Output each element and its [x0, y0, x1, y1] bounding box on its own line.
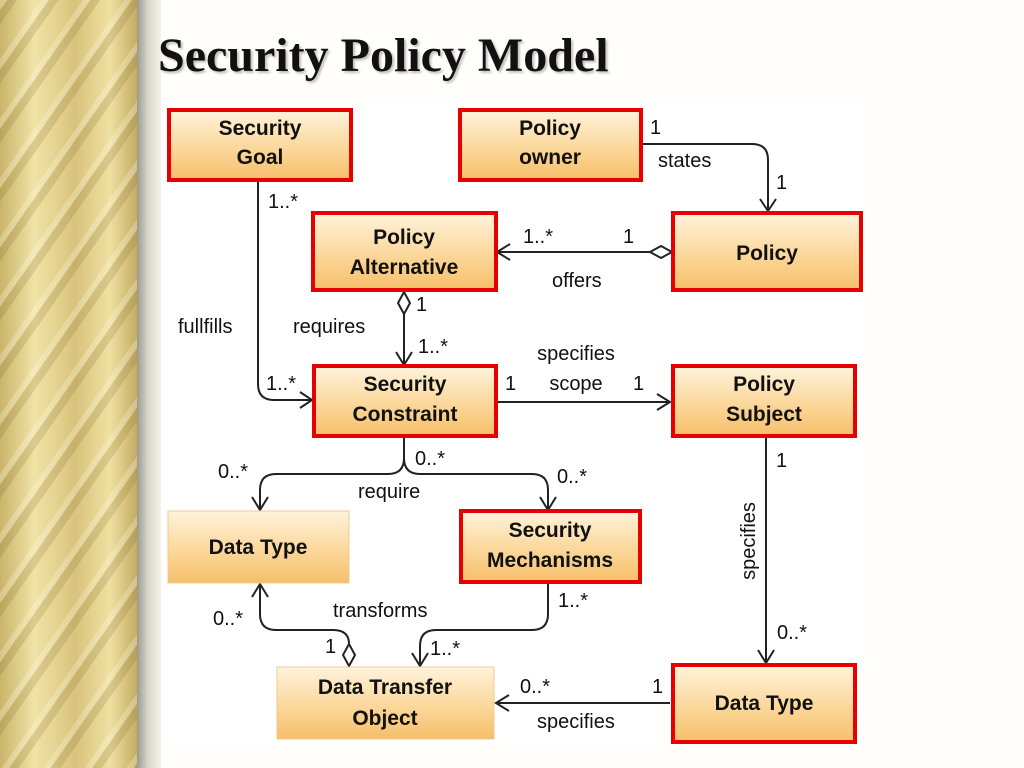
label-transforms: transforms [333, 600, 427, 622]
box-data-type-right-line1: Data Type [715, 692, 814, 715]
label-dt-right-top-mult: 0..* [777, 622, 807, 644]
box-policy: Policy [671, 211, 863, 292]
arrowhead-require-datatype [251, 496, 269, 512]
box-data-type-left: Data Type [167, 510, 350, 584]
arrowhead-specifies-dto [494, 694, 510, 712]
arrowhead-mechanisms-dto [411, 652, 429, 668]
label-mech-mult: 0..* [557, 466, 587, 488]
box-policy-subject-line1: Policy [733, 373, 795, 396]
label-specifies-line1: specifies [537, 343, 615, 365]
box-security-constraint-line1: Security [364, 373, 447, 396]
box-data-type-left-line1: Data Type [209, 536, 308, 559]
connector-fullfills [257, 182, 312, 401]
box-security-goal: Security Goal [167, 108, 353, 182]
box-data-transfer-object-line1: Data Transfer [318, 676, 452, 699]
box-security-mechanisms: Security Mechanisms [459, 509, 642, 584]
label-specifies-bottom: specifies [537, 711, 615, 733]
box-security-goal-line1: Security [219, 117, 302, 140]
decorative-left-rail [0, 0, 137, 768]
label-dt-left-bottom-mult: 0..* [213, 608, 243, 630]
connector-require-mechanisms [403, 457, 549, 510]
box-policy-line1: Policy [736, 242, 798, 265]
box-security-mechanisms-line1: Security [509, 519, 592, 542]
connector-require-datatype [259, 437, 405, 510]
left-rail-shadow [137, 0, 161, 768]
label-specifies-vertical: specifies [738, 502, 760, 580]
box-policy-alternative: Policy Alternative [311, 211, 498, 292]
box-security-mechanisms-line2: Mechanisms [487, 549, 613, 572]
label-dto-mult: 1..* [430, 638, 460, 660]
label-scope-right-one: 1 [633, 373, 644, 395]
label-dto-right-mult: 0..* [520, 676, 550, 698]
arrowhead-scope [656, 393, 672, 411]
box-security-constraint-line2: Constraint [353, 403, 458, 426]
label-scope-left-one: 1 [505, 373, 516, 395]
arrowhead-transforms-datatype [251, 582, 269, 598]
box-policy-alternative-line1: Policy [373, 226, 435, 249]
label-fullfills: fullfills [178, 316, 232, 338]
label-offers-alt-mult: 1..* [523, 226, 553, 248]
label-requires: requires [293, 316, 365, 338]
box-security-goal-line2: Goal [237, 146, 284, 169]
label-specifies-line2: scope [549, 373, 602, 395]
box-policy-subject-line2: Subject [726, 403, 802, 426]
connector-owner-policy [641, 143, 769, 210]
box-policy-alternative-line2: Alternative [350, 256, 459, 279]
label-require: require [358, 481, 420, 503]
aggregation-diamond-policy [647, 244, 675, 260]
box-data-transfer-object: Data Transfer Object [276, 666, 495, 740]
label-requires-mult: 1..* [418, 336, 448, 358]
box-security-constraint: Security Constraint [312, 364, 498, 438]
label-dto-one: 1 [325, 636, 336, 658]
label-dt-right-one: 1 [652, 676, 663, 698]
label-states: states [658, 150, 711, 172]
label-mech-bottom-mult: 1..* [558, 590, 588, 612]
label-constraint-mult: 0..* [415, 448, 445, 470]
connector-mechanisms-dto [419, 584, 549, 666]
connector-transforms-datatype [259, 584, 350, 645]
label-goal-mult: 1..* [268, 191, 298, 213]
label-owner-one: 1 [650, 117, 661, 139]
label-offers: offers [552, 270, 602, 292]
label-offers-policy-mult: 1 [623, 226, 634, 248]
label-subject-one: 1 [776, 450, 787, 472]
box-policy-subject: Policy Subject [671, 364, 857, 438]
label-fullfills-mult: 1..* [266, 373, 296, 395]
label-alt-one: 1 [416, 294, 427, 316]
box-data-transfer-object-line2: Object [352, 707, 417, 730]
box-policy-owner-line2: owner [519, 146, 581, 169]
box-data-type-right: Data Type [671, 663, 857, 744]
box-policy-owner: Policy owner [458, 108, 643, 182]
box-policy-owner-line1: Policy [519, 117, 581, 140]
slide-title: Security Policy Model [158, 29, 609, 82]
label-dt-left-mult: 0..* [218, 461, 248, 483]
label-policy-one-top: 1 [776, 172, 787, 194]
